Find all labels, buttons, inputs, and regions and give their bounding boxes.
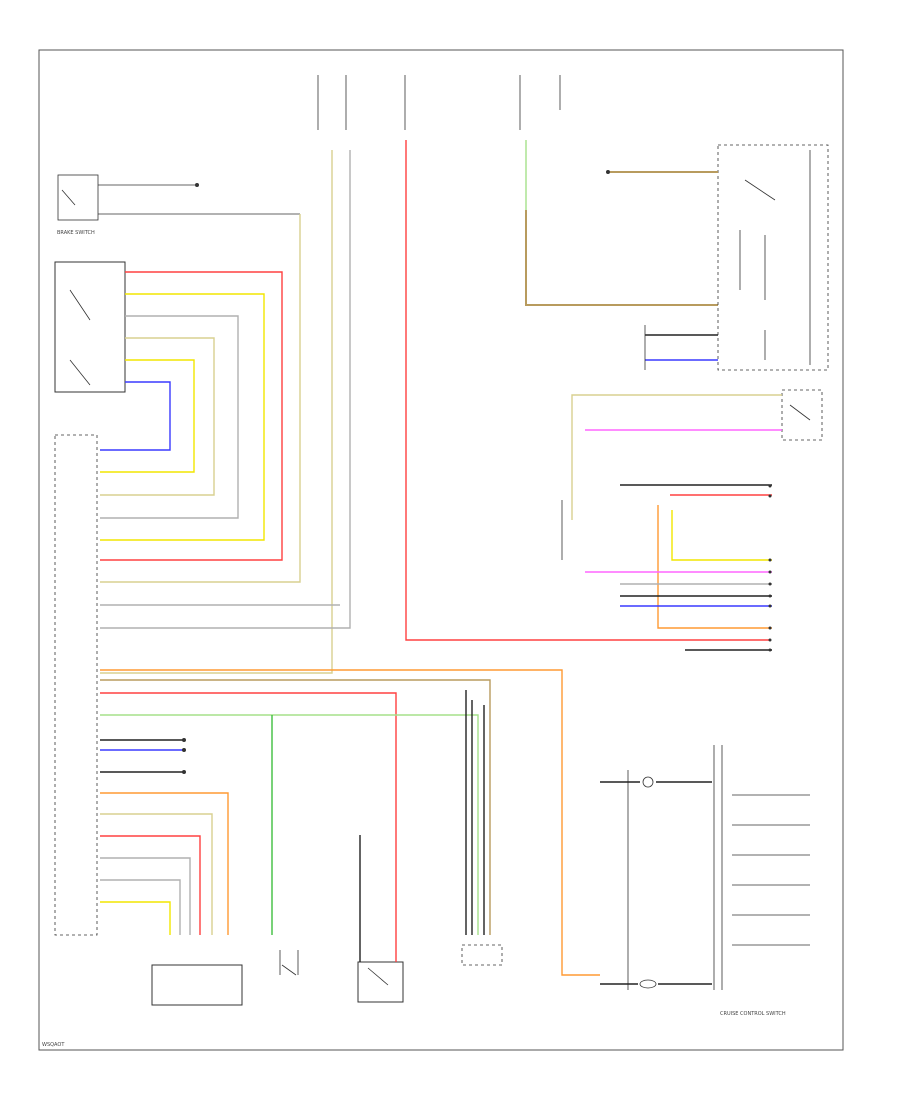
wire-light-green-ecm (100, 714, 479, 935)
wire-orange-sensor (657, 505, 772, 629)
cruise-control-switch-label: CRUISE CONTROL SWITCH (720, 1011, 786, 1017)
wire-gray-trunk (100, 150, 351, 629)
wire-tan-sensor (571, 394, 782, 520)
throttle-actuator (461, 944, 503, 966)
wire-brown-ecm (100, 679, 491, 935)
accelerator-pedal-sensor (151, 964, 243, 1006)
sensor-outline (781, 389, 823, 441)
wire-brown-fuse (525, 210, 718, 306)
module-outline (717, 144, 829, 371)
neutral-switch (279, 950, 299, 976)
wire-gray-ecm (100, 857, 191, 935)
wire-red-ecm (100, 692, 397, 935)
speed-sensor-box (781, 389, 823, 441)
cruise-control-switch-assembly: CRUISE CONTROL SWITCH (600, 745, 810, 1017)
wire-tan-brake (100, 337, 215, 496)
wire-red-brake (100, 271, 283, 561)
wire-red-ecm-2 (100, 835, 201, 935)
throttle-outline (461, 944, 503, 966)
brake-switch-top-box (57, 174, 99, 221)
clutch-switch (357, 835, 404, 1003)
cruise-control-module (717, 144, 829, 371)
brake-switch-body (54, 261, 126, 393)
fuse-feeds (317, 75, 561, 130)
diagram-frame (38, 49, 844, 1051)
diagram-caption: WSQAOT (42, 1042, 65, 1048)
wire-gray-brake (100, 315, 239, 519)
clutch-box (357, 961, 404, 1003)
wire-tan-ecm (100, 813, 213, 935)
wire-tan-trunk (100, 150, 333, 674)
wire-red-trunk (405, 140, 770, 641)
brake-switch-assembly: BRAKE SWITCH (54, 174, 300, 936)
wire-yellow-brake-2 (100, 359, 195, 473)
wire-yellow-ecm (100, 901, 171, 935)
wire-orange-ecm-2 (100, 792, 229, 935)
wire-tan-brake-feed (100, 214, 301, 583)
accelerator-box (151, 964, 243, 1006)
wire-gray-ecm-2 (100, 879, 181, 935)
wire-orange-ecm (100, 669, 600, 976)
wire-yellow-sensor (671, 510, 772, 561)
brake-switch-label: BRAKE SWITCH (57, 230, 95, 236)
wire-blue-brake (100, 381, 171, 451)
wire-yellow-brake-1 (100, 293, 265, 541)
ecm-connector-bracket (54, 434, 98, 936)
